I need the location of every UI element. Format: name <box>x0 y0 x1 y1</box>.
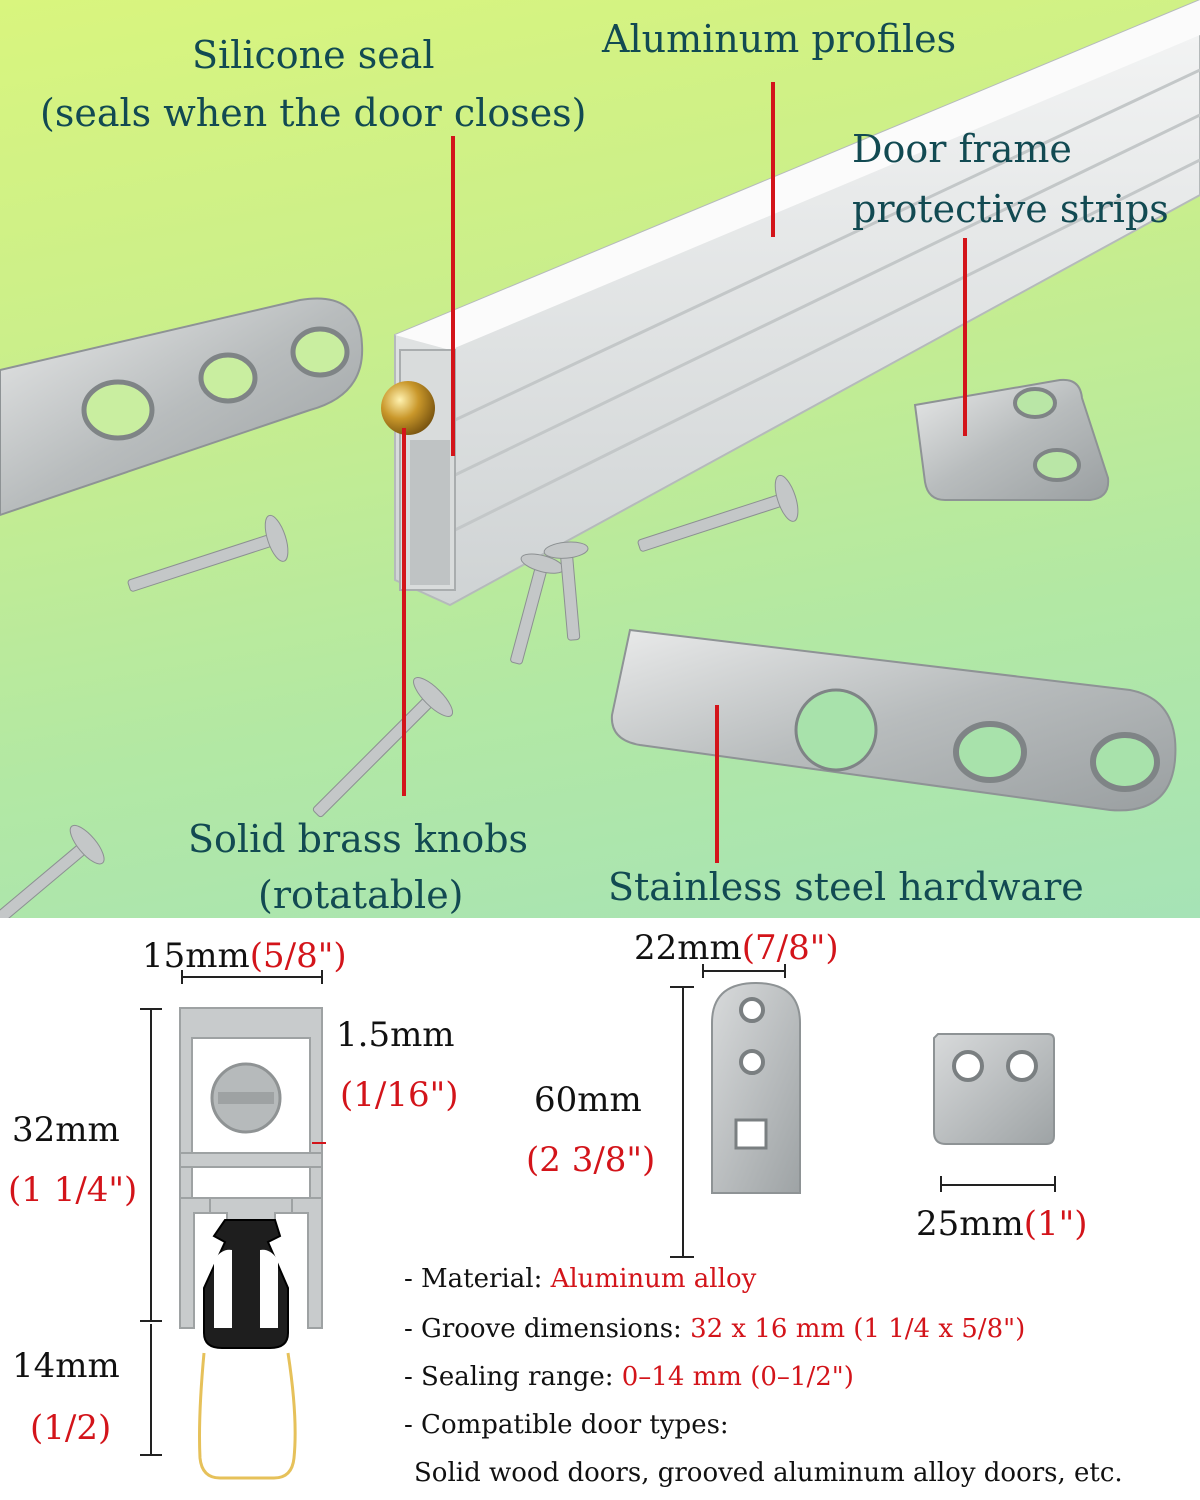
mounting-plate-drawing <box>711 981 801 1194</box>
dimline-profile-width <box>181 976 323 978</box>
dimline-profile-width-tick-right <box>321 970 323 984</box>
leader-brass-knobs <box>402 428 406 796</box>
dimline-plate-width-tick-right <box>784 964 786 978</box>
product-photo: Silicone seal (seals when the door close… <box>0 0 1200 918</box>
leader-aluminum-profiles <box>771 82 775 237</box>
profile-cross-section <box>179 1007 323 1480</box>
dimline-profile-height <box>150 1008 152 1320</box>
label-stainless-hardware: Stainless steel hardware <box>608 865 1084 909</box>
door-frame-strip <box>913 378 1110 501</box>
spec-groove: - Groove dimensions: 32 x 16 mm (1 1/4 x… <box>404 1314 1025 1344</box>
label-door-frame: Door frame <box>852 127 1072 171</box>
spec-compatible-label: - Compatible door types: <box>404 1410 729 1440</box>
dim-plate-width: 22mm(7/8") <box>634 928 839 968</box>
dim-strip-width: 25mm(1") <box>916 1204 1088 1244</box>
dimline-wall-thickness <box>312 1142 326 1144</box>
dimline-strip-width-tick-left <box>940 1176 942 1192</box>
dim-seal-travel-metric: 14mm <box>12 1346 120 1386</box>
dim-strip-width-imperial: (1") <box>1023 1204 1088 1244</box>
dimline-plate-width-tick-left <box>702 964 704 978</box>
leader-door-frame <box>963 238 967 436</box>
dim-profile-width-metric: 15mm <box>142 936 250 976</box>
spec-sealing-range-value: 0–14 mm (0–1/2") <box>621 1362 854 1392</box>
dim-profile-height-imperial: (1 1/4") <box>8 1170 138 1210</box>
dim-wall-thickness-imperial: (1/16") <box>340 1075 459 1115</box>
leader-silicone-seal <box>451 136 455 456</box>
dim-profile-width-imperial: (5/8") <box>249 936 347 976</box>
screws <box>0 474 799 918</box>
dim-strip-width-metric: 25mm <box>916 1204 1024 1244</box>
dim-wall-thickness-metric: 1.5mm <box>336 1015 455 1055</box>
spec-material: - Material: Aluminum alloy <box>404 1264 756 1294</box>
hardware-illustration <box>0 0 1200 918</box>
protective-strip-drawing <box>933 1033 1055 1145</box>
dim-plate-width-imperial: (7/8") <box>741 928 839 968</box>
dimline-profile-width-tick-left <box>181 970 183 984</box>
dim-profile-width: 15mm(5/8") <box>142 936 347 976</box>
spec-material-value: Aluminum alloy <box>550 1264 757 1294</box>
label-silicone-seal-note: (seals when the door closes) <box>40 91 587 135</box>
spec-compatible: - Compatible door types: <box>404 1410 729 1440</box>
dimline-profile-height-tick-top <box>140 1008 162 1010</box>
leader-stainless-hardware <box>715 705 719 863</box>
dimline-strip-width-tick-right <box>1054 1176 1056 1192</box>
dim-plate-length-imperial: (2 3/8") <box>526 1140 656 1180</box>
dimline-plate-length-tick-top <box>670 986 694 988</box>
spec-compatible-doors: Solid wood doors, grooved aluminum alloy… <box>414 1458 1123 1488</box>
dim-seal-travel-imperial: (1/2) <box>30 1408 112 1448</box>
spec-groove-value: 32 x 16 mm (1 1/4 x 5/8") <box>690 1314 1026 1344</box>
dim-profile-height-metric: 32mm <box>12 1110 120 1150</box>
dimline-plate-length-tick-bottom <box>670 1256 694 1258</box>
label-aluminum-profiles: Aluminum profiles <box>602 17 957 61</box>
dimline-seal-travel <box>150 1324 152 1454</box>
dimline-plate-width <box>702 970 786 972</box>
dimline-plate-length <box>682 986 684 1258</box>
spec-groove-label: - Groove dimensions: <box>404 1314 691 1344</box>
dim-plate-length-metric: 60mm <box>534 1080 642 1120</box>
brass-knob <box>381 381 435 435</box>
bottom-mounting-plate <box>610 628 1177 812</box>
label-silicone-seal: Silicone seal <box>192 33 435 77</box>
spec-sealing-range-label: - Sealing range: <box>404 1362 622 1392</box>
label-brass-knobs-note: (rotatable) <box>258 873 464 917</box>
dimline-seal-travel-tick-bottom <box>140 1454 162 1456</box>
dimline-strip-width <box>940 1184 1056 1186</box>
spec-sealing-range: - Sealing range: 0–14 mm (0–1/2") <box>404 1362 854 1392</box>
left-mounting-plate <box>0 297 364 517</box>
label-protective-strips: protective strips <box>852 187 1169 231</box>
dimline-profile-height-tick-bottom <box>140 1320 162 1322</box>
dim-plate-width-metric: 22mm <box>634 928 742 968</box>
label-brass-knobs: Solid brass knobs <box>188 817 529 861</box>
spec-material-label: - Material: <box>404 1264 551 1294</box>
specifications-panel: 15mm(5/8") 1.5mm (1/16") 32mm (1 1/4") 1… <box>0 918 1200 1500</box>
